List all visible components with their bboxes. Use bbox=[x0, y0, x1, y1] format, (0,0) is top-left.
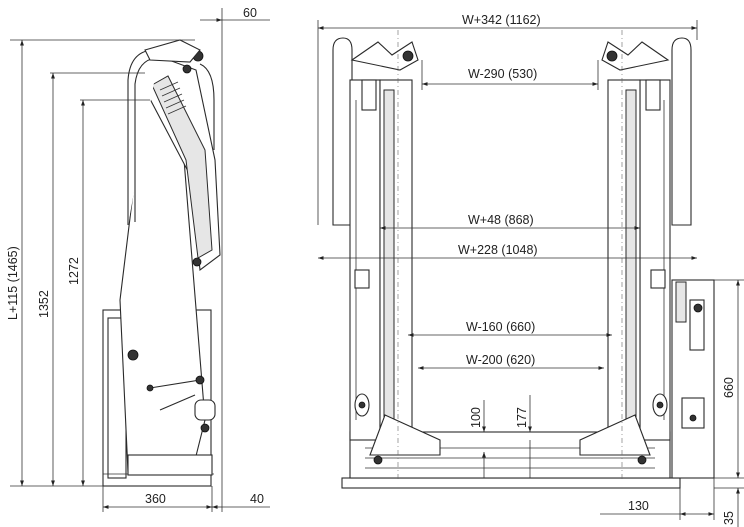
dim-height-1272: 1272 bbox=[67, 257, 81, 285]
dim-overall-height: L+115 (1465) bbox=[6, 246, 20, 320]
side-view: L+115 (1465) 1352 1272 60 360 40 bbox=[6, 6, 270, 512]
arm-inner bbox=[151, 75, 213, 259]
base-platform bbox=[341, 477, 681, 489]
dim-base-width: 360 bbox=[145, 492, 166, 506]
right-column bbox=[579, 37, 692, 465]
dim-height-100: 100 bbox=[469, 407, 483, 428]
side-dimensions: L+115 (1465) 1352 1272 60 360 40 bbox=[6, 6, 270, 512]
front-view: W+342 (1162) W-290 (530) W+48 (868) W+22… bbox=[317, 13, 744, 527]
dim-clear-top: W-290 (530) bbox=[468, 67, 537, 81]
dim-width-868: W+48 (868) bbox=[468, 213, 534, 227]
dim-offset-130: 130 bbox=[628, 499, 649, 513]
top-pivot bbox=[182, 64, 192, 74]
front-dimensions: W+342 (1162) W-290 (530) W+48 (868) W+22… bbox=[317, 13, 744, 527]
dim-height-660: 660 bbox=[722, 377, 736, 398]
dim-overall-width: W+342 (1162) bbox=[462, 13, 541, 27]
dim-offset-35: 35 bbox=[722, 511, 736, 525]
dim-width-660: W-160 (660) bbox=[466, 320, 535, 334]
dim-base-offset: 40 bbox=[250, 492, 264, 506]
control-box bbox=[671, 279, 715, 479]
dim-width-620: W-200 (620) bbox=[466, 353, 535, 367]
spring bbox=[159, 81, 187, 115]
dim-width-1048: W+228 (1048) bbox=[458, 243, 538, 257]
dim-height-177: 177 bbox=[515, 407, 529, 428]
dim-height-1352: 1352 bbox=[37, 290, 51, 318]
dim-top-offset: 60 bbox=[243, 6, 257, 20]
left-column bbox=[332, 37, 441, 465]
